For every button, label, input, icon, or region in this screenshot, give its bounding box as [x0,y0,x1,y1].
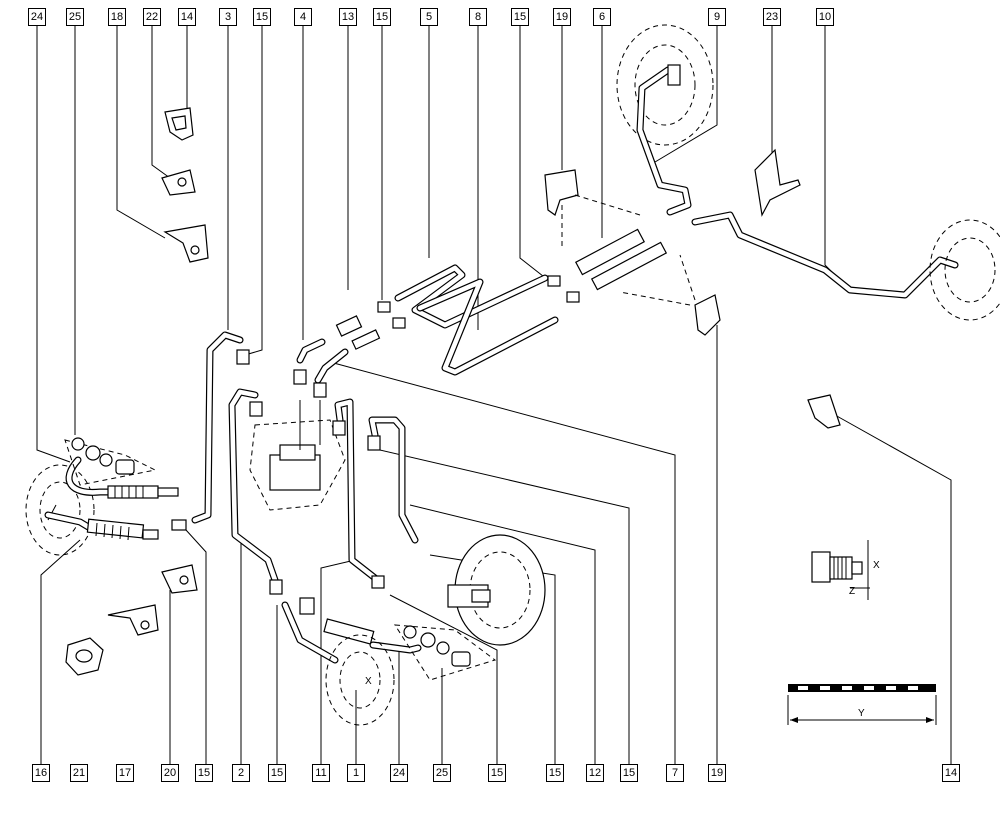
pipe-7 [313,348,349,398]
leader-lines [36,25,836,463]
bottom-callout-5: 2 [232,764,250,782]
clip-14-right [807,394,841,429]
bottom-callout-8: 1 [347,764,365,782]
pipe-11 [332,398,385,589]
bottom-callout-11: 15 [488,764,506,782]
pipe-3 [191,331,250,524]
bracket-23 [754,148,801,217]
bottom-callout-14: 15 [620,764,638,782]
top-callout-5: 3 [219,8,237,26]
pipe-5 [394,264,549,329]
left-lower-hose [44,511,159,541]
bracket-19-top [544,169,579,216]
dim-x-detail: X [873,560,880,571]
bottom-flex-hose [323,618,422,654]
union-6 [547,228,668,303]
dim-x-small: X [365,676,372,687]
bottom-callout-6: 15 [268,764,286,782]
top-callout-11: 8 [469,8,487,26]
bottom-callout-7: 11 [312,764,330,782]
wheel-top-right [616,24,714,146]
top-callout-9: 15 [373,8,391,26]
top-callout-10: 5 [420,8,438,26]
bracket-22 [161,169,196,196]
bracket-18 [163,224,209,263]
top-callout-8: 13 [339,8,357,26]
top-callout-12: 15 [511,8,529,26]
union-13 [335,315,381,350]
top-callout-6: 15 [253,8,271,26]
bottom-callout-15: 7 [666,764,684,782]
bottom-callout-3: 20 [161,764,179,782]
bottom-callout-17: 14 [942,764,960,782]
wheel-bottom-small [325,634,395,726]
union-15-centre [377,301,406,329]
dashed-assembly-arrows [561,194,696,306]
left-upper-hose [65,456,179,499]
bottom-callout-16: 19 [708,764,726,782]
bottom-callout-2: 17 [116,764,134,782]
scale-bar [787,684,937,725]
brake-disc-rear [447,534,546,646]
wheel-left [25,464,95,556]
bottom-callout-13: 12 [586,764,604,782]
pipe-8 [416,278,559,376]
top-callout-17: 10 [816,8,834,26]
banjo-washers-left [64,437,157,486]
pipe-9 [636,64,692,216]
top-callout-2: 18 [108,8,126,26]
nut-21 [65,637,104,676]
top-callout-1: 25 [66,8,84,26]
pipe-10 [691,211,959,299]
bottom-callout-12: 15 [546,764,564,782]
top-callout-13: 19 [553,8,571,26]
bracket-19-bottom [694,294,721,336]
clip-14-top [164,107,194,141]
top-callout-0: 24 [28,8,46,26]
dim-z-detail: Z [849,586,856,597]
thread-detail [811,540,870,600]
bracket-17 [107,604,159,636]
bottom-callout-0: 16 [32,764,50,782]
bottom-callout-9: 24 [390,764,408,782]
bottom-callout-4: 15 [195,764,213,782]
top-callout-4: 14 [178,8,196,26]
bracket-20 [161,564,198,594]
dim-y-scale: Y [858,708,865,719]
banjo-washers-bottom [394,624,497,681]
compensator [249,400,346,511]
bottom-callout-10: 25 [433,764,451,782]
top-callout-14: 6 [593,8,611,26]
leader-lines-bottom [40,325,952,765]
pipe-2 [228,388,283,595]
wheel-right [929,219,1000,321]
union-15-left [171,519,187,531]
pipe-4 [293,338,326,385]
pipe-12 [367,416,419,544]
top-callout-7: 4 [294,8,312,26]
top-callout-3: 22 [143,8,161,26]
top-callout-15: 9 [708,8,726,26]
bottom-callout-1: 21 [70,764,88,782]
bottom-left-hose [281,597,339,664]
top-callout-16: 23 [763,8,781,26]
